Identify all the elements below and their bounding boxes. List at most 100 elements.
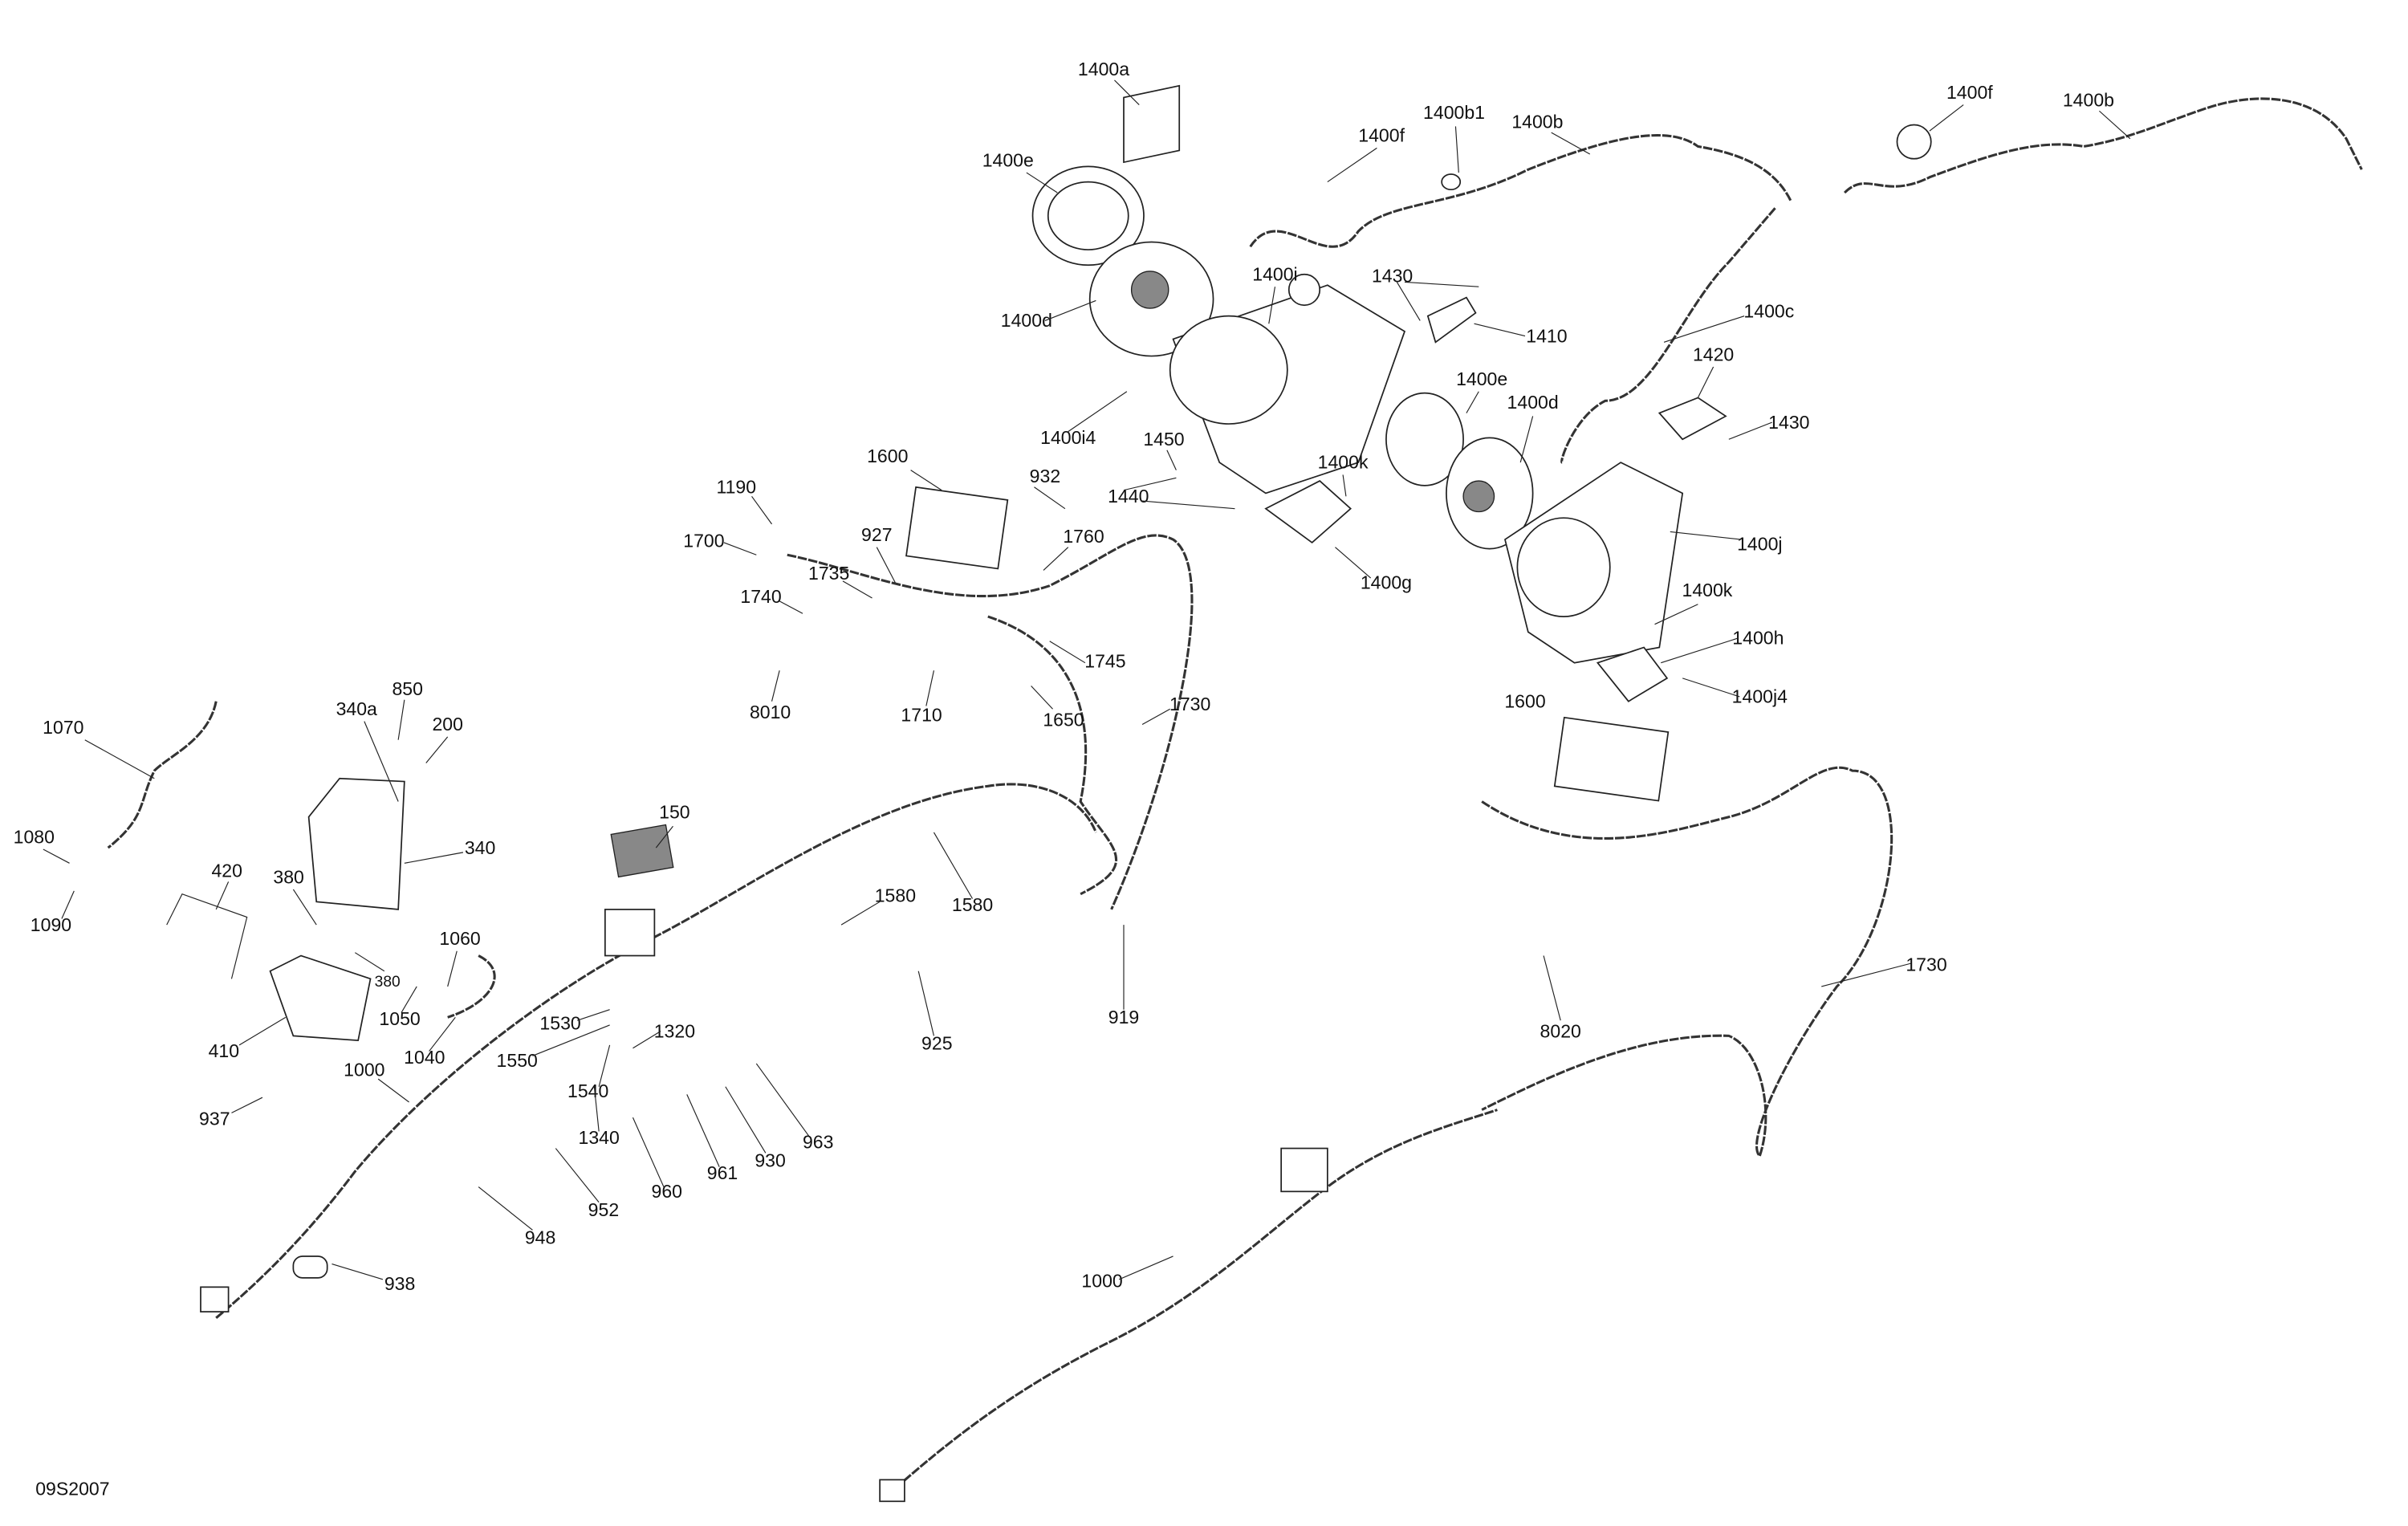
callout-label: 1400k	[1682, 580, 1733, 600]
callout-label: 850	[392, 678, 422, 699]
callout-label: 1050	[379, 1008, 420, 1029]
part-1400b1	[1441, 173, 1462, 191]
callout-label: 1530	[539, 1013, 580, 1034]
callout-label: 1450	[1143, 429, 1184, 450]
callout-label: 1420	[1693, 344, 1734, 364]
ring-inner	[1047, 181, 1129, 250]
part-938	[292, 1255, 328, 1279]
callout-label: 380	[273, 866, 303, 887]
harness-1000-2	[886, 1109, 1498, 1496]
callout-label: 1000	[1081, 1270, 1122, 1291]
callout-label: 1400g	[1361, 572, 1412, 593]
callout-label: 1400f	[1946, 82, 1993, 103]
callout-label: 1400b	[2063, 90, 2114, 111]
cable-1070	[107, 701, 218, 849]
callout-label: 1540	[567, 1080, 608, 1101]
harness-1730	[787, 534, 1194, 910]
harness-1400c	[1560, 207, 1776, 464]
callout-label: 1400d	[1001, 310, 1052, 331]
callout-label: 1600	[1504, 690, 1545, 711]
harness-1730-3	[1481, 766, 1893, 1159]
callout-label: 1040	[404, 1047, 445, 1068]
callout-label: 1760	[1063, 526, 1104, 547]
housing-opening-2	[1516, 517, 1611, 617]
callout-label: 340a	[336, 698, 377, 719]
callout-label: 925	[921, 1033, 952, 1054]
callout-label: 1400k	[1318, 452, 1369, 473]
callout-label: 1400b1	[1423, 102, 1485, 123]
callout-label: 1400a	[1078, 59, 1129, 79]
fuse-box	[604, 909, 656, 957]
callout-label: 1550	[497, 1050, 538, 1071]
callout-labels: 1400a 1400e 1400f 1400b1 1400b 1400f 140…	[14, 59, 2114, 1499]
harness-1730-2	[987, 615, 1117, 896]
callout-label: 930	[755, 1150, 785, 1171]
part-1400g-bracket	[1264, 480, 1352, 544]
callout-label: 919	[1108, 1007, 1139, 1028]
callout-label: 1400j	[1737, 534, 1782, 555]
part-340-battery	[307, 777, 405, 910]
callout-label: 938	[384, 1273, 415, 1294]
speaker-cone	[1130, 271, 1169, 309]
callout-label: 1600	[867, 446, 908, 466]
callout-label: 1400j4	[1732, 686, 1788, 707]
callout-label: 1580	[875, 885, 916, 905]
callout-label: 961	[707, 1162, 738, 1183]
part-1420	[1658, 397, 1727, 441]
part-1400f-grille	[1287, 273, 1321, 307]
callout-label: 1070	[43, 717, 83, 738]
callout-label: 1190	[717, 476, 757, 497]
callout-label: 1400d	[1507, 392, 1559, 413]
callout-label: 1400f	[1358, 125, 1405, 146]
callout-label: 1730	[1906, 954, 1946, 975]
callout-label: 1700	[683, 531, 724, 551]
callout-label: 1400h	[1732, 628, 1784, 649]
part-drawings	[107, 84, 2363, 1503]
part-1400h-bracket	[1596, 646, 1669, 702]
callout-label: 340	[465, 837, 495, 858]
callout-label: 420	[211, 861, 242, 881]
callout-label: 1740	[740, 586, 781, 607]
callout-label: 1730	[1169, 694, 1210, 714]
callout-label: 927	[861, 524, 892, 545]
callout-label: 1400b	[1511, 111, 1563, 132]
callout-label: 1735	[808, 563, 849, 584]
part-1400a-module	[1123, 84, 1181, 164]
part-420-strap	[166, 893, 248, 979]
callout-label: 1080	[14, 826, 55, 847]
callout-label: 1090	[31, 914, 71, 935]
cable-1040	[447, 954, 496, 1019]
housing-opening	[1169, 315, 1288, 425]
callout-label: 200	[432, 714, 462, 735]
callout-label: 1400e	[1456, 368, 1507, 389]
callout-label: 1430	[1768, 412, 1809, 433]
speaker-cone-2	[1462, 480, 1495, 513]
callout-label: 1430	[1372, 265, 1413, 286]
harness-1400b	[1249, 134, 1792, 248]
part-1400e-ring-2	[1385, 392, 1464, 486]
callout-label: 937	[199, 1109, 230, 1129]
callout-label: 1710	[901, 705, 942, 726]
callout-label: 1400i4	[1040, 427, 1096, 448]
leader-line	[43, 79, 2131, 1280]
part-150-regulator	[610, 824, 674, 878]
callout-label: 380	[375, 974, 401, 991]
leader-lines	[43, 79, 2131, 1280]
callout-label: 1400e	[982, 149, 1034, 170]
callout-label: 1580	[952, 894, 993, 915]
diagram-id: 09S2007	[35, 1479, 109, 1500]
connector-2	[879, 1479, 905, 1503]
callout-label: 1410	[1526, 325, 1567, 346]
callout-label: 1000	[344, 1059, 384, 1080]
callout-label: 960	[652, 1181, 682, 1202]
connector	[200, 1286, 230, 1312]
fuse-box-2	[1280, 1147, 1328, 1193]
part-1410-bracket	[1426, 296, 1477, 344]
callout-label: 8010	[750, 702, 791, 722]
callout-label: 932	[1030, 466, 1060, 486]
callout-label: 1400c	[1743, 301, 1794, 322]
callout-label: 1320	[654, 1020, 695, 1041]
callout-label: 952	[588, 1199, 619, 1220]
harness-1400b-2	[1843, 97, 2363, 194]
